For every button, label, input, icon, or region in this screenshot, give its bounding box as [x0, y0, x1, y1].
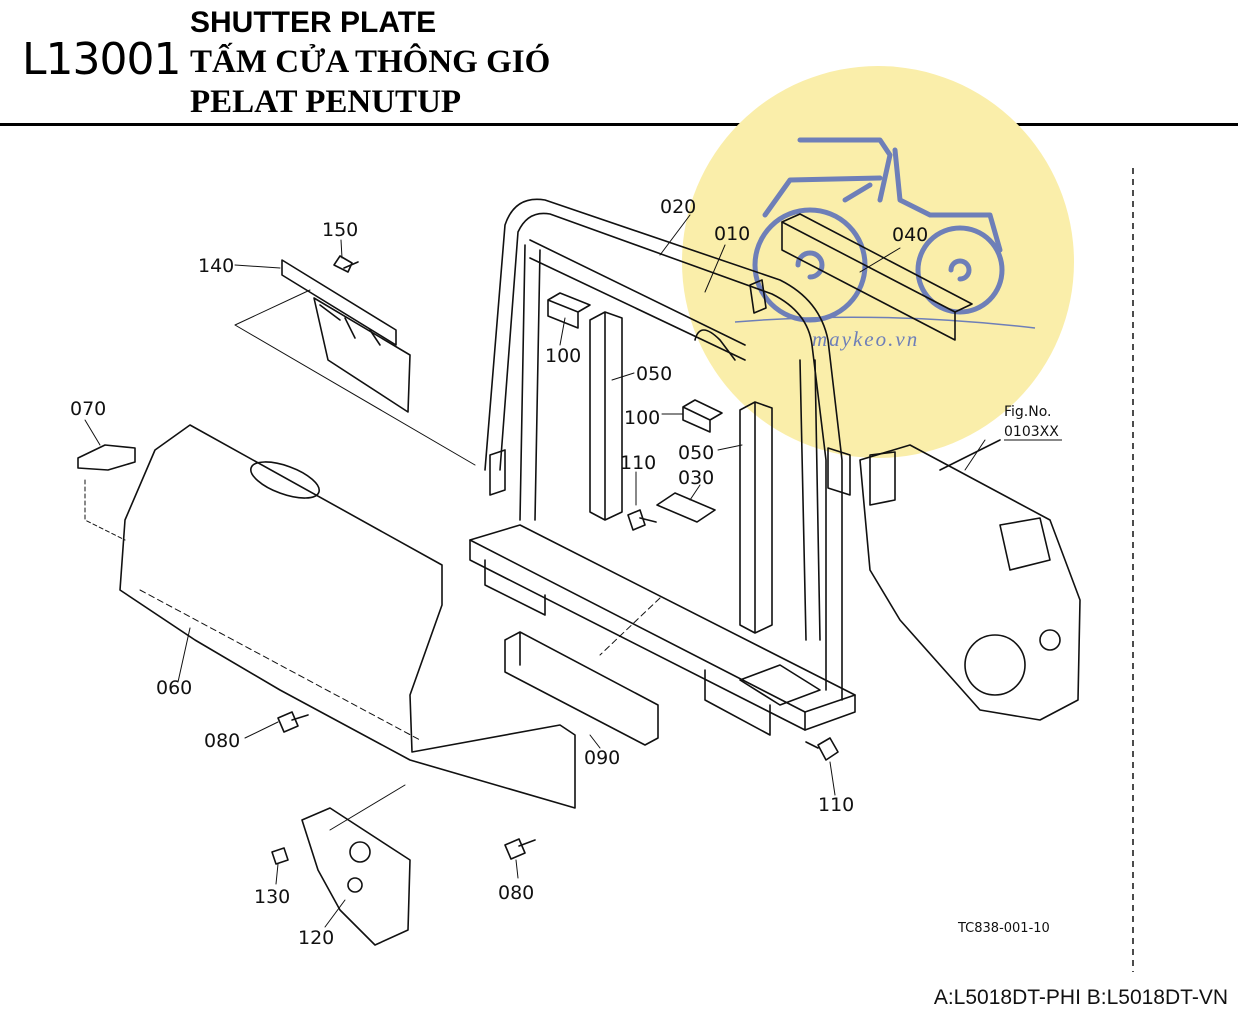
part-label-030: 030 — [678, 467, 714, 489]
part-label-140: 140 — [198, 255, 234, 277]
figure-ref-number: 0103XX — [1004, 424, 1059, 440]
frame-base — [469, 524, 856, 736]
part-label-110-upper: 110 — [620, 452, 656, 474]
part-140-plate — [281, 259, 411, 413]
part-label-150: 150 — [322, 219, 358, 241]
part-label-120: 120 — [298, 927, 334, 949]
part-010-bracket — [749, 279, 767, 314]
part-label-100-lower: 100 — [624, 407, 660, 429]
part-150-bolt — [333, 255, 359, 273]
part-100-block-upper — [547, 292, 591, 329]
part-label-020: 020 — [660, 196, 696, 218]
part-060-cover — [119, 424, 576, 809]
part-040-bar — [781, 213, 973, 341]
part-label-110-lower: 110 — [818, 794, 854, 816]
header-rule — [0, 123, 1238, 126]
part-110-bolt-lower — [805, 737, 839, 761]
title-vietnamese: TẤM CỬA THÔNG GIÓ — [190, 44, 551, 80]
part-090-strip — [504, 631, 659, 746]
title-indonesian: PELAT PENUTUP — [190, 84, 462, 120]
part-050-seal-left — [589, 311, 623, 521]
part-130-screw — [271, 847, 289, 865]
part-070-clip — [77, 444, 136, 471]
drawing-code: TC838-001-10 — [957, 921, 1050, 936]
part-label-070: 070 — [70, 398, 106, 420]
title-english: SHUTTER PLATE — [190, 6, 437, 39]
watermark-logo: maykeo.vn — [682, 66, 1074, 458]
figure-ref-label: Fig.No. — [1004, 404, 1052, 420]
part-080-bolt-lower — [504, 838, 536, 860]
part-030-pad — [656, 492, 716, 523]
part-020-frame — [484, 198, 851, 701]
part-label-050-left: 050 — [636, 363, 672, 385]
engine-housing — [859, 439, 1081, 721]
part-110-bolt-upper — [627, 509, 657, 531]
part-label-100-upper: 100 — [545, 345, 581, 367]
model-list: A:L5018DT-PHI B:L5018DT-VN — [933, 986, 1228, 1009]
part-label-060: 060 — [156, 677, 192, 699]
part-label-050-right: 050 — [678, 442, 714, 464]
part-100-block-lower — [682, 399, 723, 433]
part-label-080-lower: 080 — [498, 882, 534, 904]
part-label-010: 010 — [714, 223, 750, 245]
part-label-130: 130 — [254, 886, 290, 908]
part-080-bolt-left — [277, 711, 309, 733]
part-050-seal-right — [739, 401, 773, 634]
part-label-090: 090 — [584, 747, 620, 769]
part-120-plate — [301, 807, 411, 946]
page-code: L13001 — [22, 34, 181, 85]
part-label-040: 040 — [892, 224, 928, 246]
part-label-080-left: 080 — [204, 730, 240, 752]
